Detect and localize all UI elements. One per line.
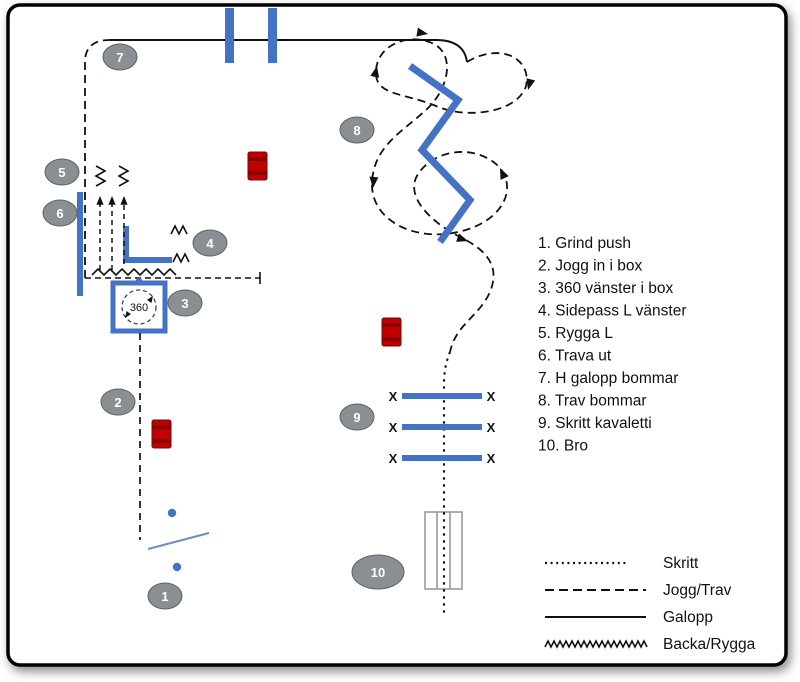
bridge-obstacle [424,511,463,590]
rygga-symbol [94,165,107,187]
marker-2: 2 [100,388,136,416]
exercise-item: 8. Trav bommar [538,393,647,410]
backa-zigzag-line [91,267,177,277]
kavaletti-end-x: X [389,451,398,466]
kavaletti-end-x: X [487,451,496,466]
galopp-pole-2 [268,8,277,63]
marker-9: 9 [339,403,375,431]
exercise-item: 3. 360 vänster i box [538,280,674,297]
exercise-item: 6. Trava ut [538,348,612,365]
barrel-1 [247,151,268,181]
kavaletti-end-x: X [389,420,398,435]
barrel-2 [381,317,402,347]
marker-10: 10 [351,554,405,590]
rygga-symbol [117,165,130,187]
legend: Skritt Jogg/Trav Galopp Backa/Rygga [544,555,756,653]
legend-label-jogg-trav: Jogg/Trav [663,582,732,599]
exercise-item: 7. H galopp bommar [538,370,678,387]
marker-1-label: 1 [161,589,168,604]
marker-4: 4 [192,229,228,257]
path-jogg-left-side [84,39,111,278]
marker-8-label: 8 [353,123,360,138]
marker-8: 8 [339,116,375,144]
exercise-item: 9. Skritt kavaletti [538,415,652,432]
marker-6: 6 [42,199,78,227]
exercise-list: 1. Grind push 2. Jogg in i box 3. 360 vä… [538,235,686,455]
marker-3: 3 [167,289,203,317]
legend-label-skritt: Skritt [663,555,699,572]
marker-7: 7 [102,43,138,71]
box-360: 360 [110,277,168,334]
marker-4-label: 4 [206,236,214,251]
marker-6-label: 6 [56,206,63,221]
box-360-label: 360 [130,302,148,314]
marker-3-label: 3 [181,296,188,311]
gate-obstacle [147,508,210,572]
marker-1: 1 [147,582,183,610]
exercise-item: 1. Grind push [538,235,631,252]
exercise-item: 5. Rygga L [538,325,613,342]
legend-line-backa-rygga [544,639,648,649]
sidepass-l-poles [123,226,172,263]
rygga-symbol [170,224,188,236]
kavaletti-end-x: X [487,389,496,404]
exercise-item: 10. Bro [538,438,588,455]
rygga-symbol [172,252,190,264]
path-galopp-top [110,39,468,63]
marker-9-label: 9 [353,410,360,425]
kavaletti-end-x: X [487,420,496,435]
marker-2-label: 2 [114,395,121,410]
legend-label-backa-rygga: Backa/Rygga [663,636,756,653]
exercise-item: 2. Jogg in i box [538,258,643,275]
trav-zigzag-poles [407,63,475,245]
legend-label-galopp: Galopp [663,609,713,626]
marker-7-label: 7 [116,50,123,65]
kavaletti-end-x: X [389,389,398,404]
sidepass-arrows [96,196,128,270]
exercise-item: 4. Sidepass L vänster [538,303,686,320]
marker-5: 5 [44,158,80,186]
marker-5-label: 5 [58,165,65,180]
galopp-pole-1 [225,8,234,63]
barrel-3 [151,419,172,449]
kavaletti-poles: X X X X X X [389,389,496,466]
marker-10-label: 10 [371,565,385,580]
